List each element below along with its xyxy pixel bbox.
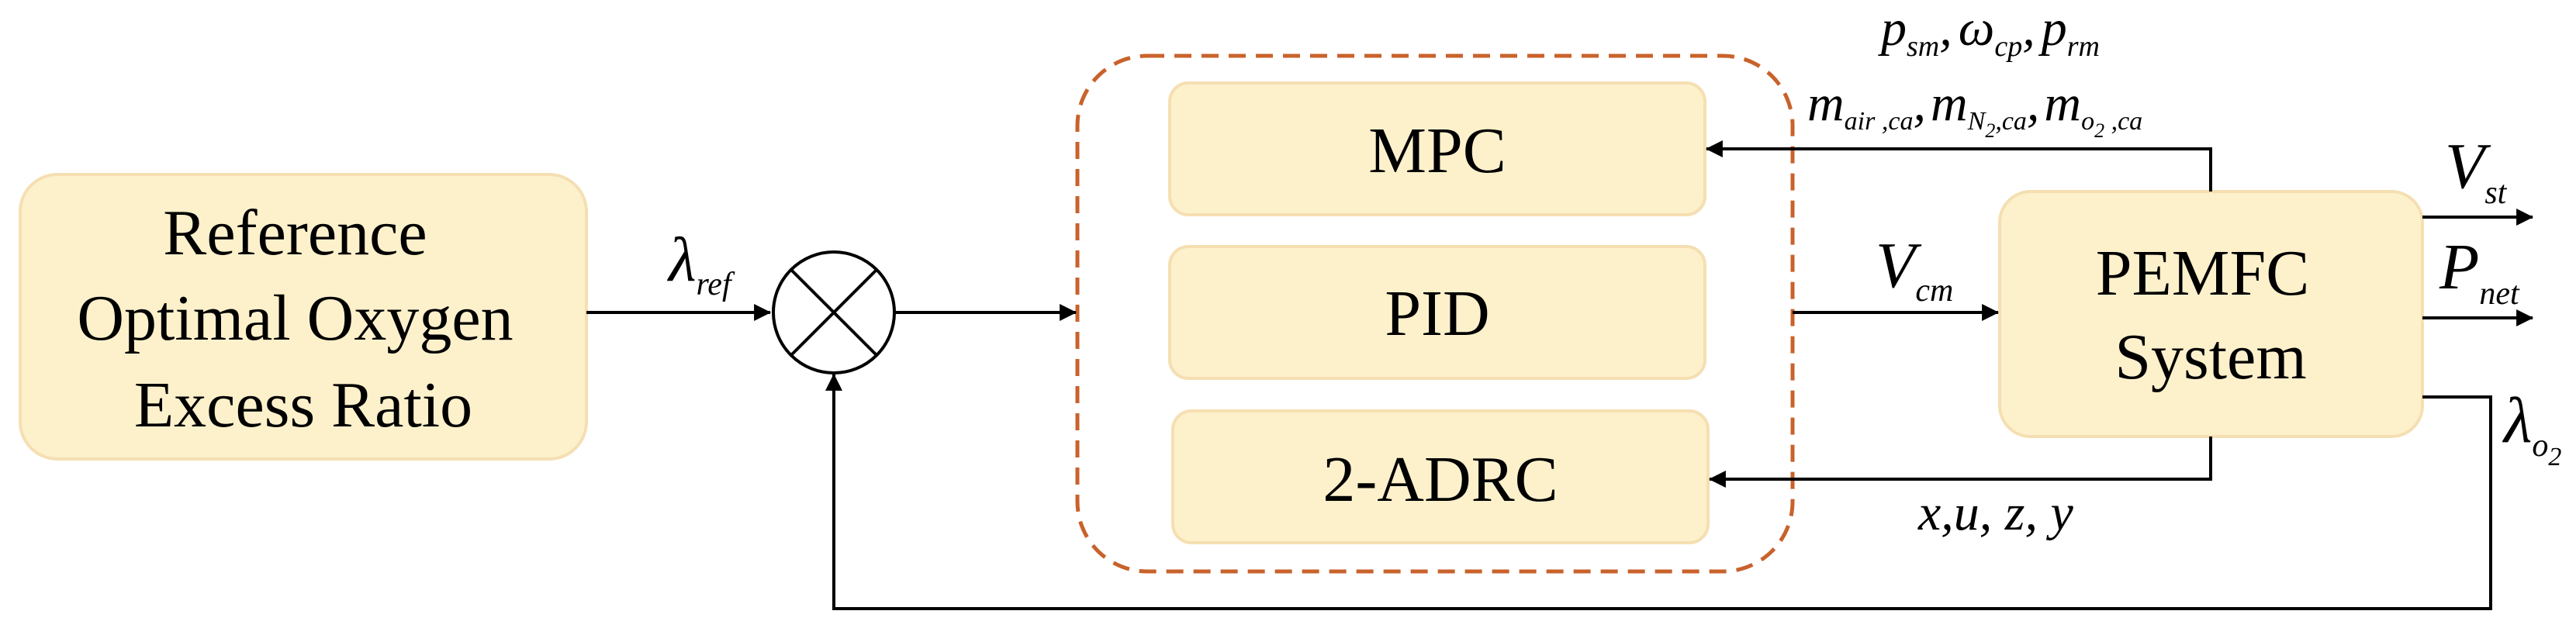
label-v-st: Vst [2445,130,2508,211]
label-v-cm: Vcm [1876,229,1953,309]
label-states: x,u, z, y [1917,485,2073,541]
arrow-states-to-adrc [1708,437,2212,488]
label-pressures-speed: psm,ωcp,prm [1878,0,2100,63]
pemfc-block: PEMFC System [1998,190,2424,438]
pemfc-line-2: System [2114,321,2306,393]
feedback-loop [825,373,2492,610]
label-lambda-ref: λref [667,224,735,302]
arrow-measurements-to-mpc [1705,140,2212,192]
adrc-label: 2-ADRC [1323,443,1558,516]
pid-label: PID [1385,278,1489,350]
pid-block: PID [1168,245,1706,380]
summing-junction [772,250,896,374]
label-p-net: Pnet [2439,231,2520,312]
svg-text:Reference Optimal Oxygen: Reference Optimal Oxygen Excess Ratio [77,197,529,441]
reference-line-1: Reference [163,197,427,269]
reference-line-2: Optimal Oxygen [77,282,513,354]
reference-block: Reference Optimal Oxygen Excess Ratio [19,173,588,461]
mpc-block: MPC [1168,81,1706,216]
pemfc-line-1: PEMFC [2096,237,2309,309]
label-lambda-o2: λo2 [2502,385,2561,471]
mpc-label: MPC [1368,115,1506,187]
label-mass-flows: mair ,ca,mN2,ca,mo2 ,ca [1807,75,2142,142]
reference-line-3: Excess Ratio [134,369,472,441]
svg-text:PEMFC System: PEMFC System [2096,237,2325,393]
adrc-block: 2-ADRC [1171,409,1710,544]
